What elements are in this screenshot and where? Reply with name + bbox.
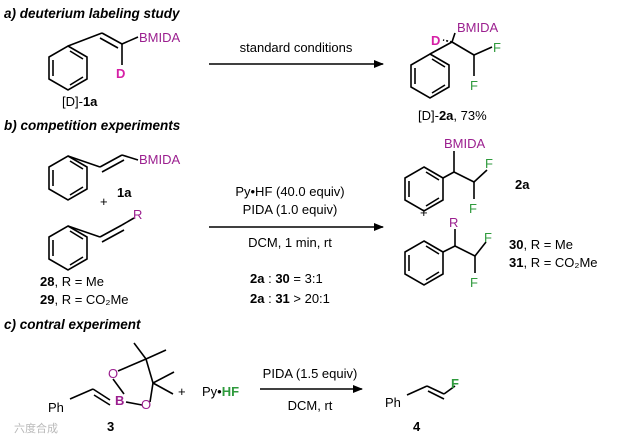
fluorine-label-2a-1: F bbox=[485, 156, 493, 171]
structure-30-31 bbox=[404, 229, 487, 286]
bmida-label-2a: BMIDA bbox=[444, 136, 486, 151]
compound-label-30: 30, R = Me bbox=[509, 237, 573, 252]
phenyl-label-4: Ph bbox=[385, 395, 401, 410]
reagent-py-hf: Py•HF bbox=[202, 384, 239, 399]
structure-d-1a bbox=[48, 32, 139, 91]
oxygen-label-1: O bbox=[108, 366, 118, 381]
plus-sign-b1: + bbox=[100, 194, 108, 209]
compound-label-29: 29, R = CO₂Me bbox=[40, 292, 129, 307]
arrow-label-a: standard conditions bbox=[240, 40, 353, 55]
condition-line-3: DCM, 1 min, rt bbox=[248, 235, 332, 250]
watermark: 六度合成 bbox=[14, 421, 58, 435]
compound-label-d-2a: [D]-2a, 73% bbox=[418, 108, 487, 123]
r-group-label: R bbox=[133, 207, 142, 222]
selectivity-ratio-1: 2a : 30 = 3:1 bbox=[250, 271, 323, 286]
bmida-label: BMIDA bbox=[139, 30, 181, 45]
compound-label-1a: 1a bbox=[117, 185, 132, 200]
condition-line-2: PIDA (1.0 equiv) bbox=[243, 202, 338, 217]
plus-sign-b2: + bbox=[420, 205, 428, 220]
oxygen-label-2: O bbox=[141, 397, 151, 412]
fluorine-label-4: F bbox=[451, 376, 459, 391]
bmida-label-product: BMIDA bbox=[457, 20, 499, 35]
section-b-title: b) competition experiments bbox=[4, 118, 181, 133]
compound-label-4: 4 bbox=[413, 419, 421, 434]
fluorine-label-2: F bbox=[470, 78, 478, 93]
fluorine-label-30-1: F bbox=[484, 230, 492, 245]
bmida-label-1a: BMIDA bbox=[139, 152, 181, 167]
boron-label: B bbox=[115, 393, 124, 408]
section-a-title: a) deuterium labeling study bbox=[4, 6, 181, 21]
deuterium-label: D bbox=[116, 66, 125, 81]
structure-2a bbox=[404, 151, 488, 212]
fluorine-label-30-2: F bbox=[470, 275, 478, 290]
compound-label-31: 31, R = CO₂Me bbox=[509, 255, 598, 270]
compound-label-d-1a: [D]-1a bbox=[62, 94, 98, 109]
r-group-label-product: R bbox=[449, 215, 458, 230]
compound-label-3: 3 bbox=[107, 419, 114, 434]
arrow-label-c-top: PIDA (1.5 equiv) bbox=[263, 366, 358, 381]
section-c-title: c) contral experiment bbox=[4, 317, 141, 332]
phenyl-label-3: Ph bbox=[48, 400, 64, 415]
condition-line-1: Py•HF (40.0 equiv) bbox=[235, 184, 344, 199]
fluorine-label-2a-2: F bbox=[469, 201, 477, 216]
fluorine-label-1: F bbox=[493, 40, 501, 55]
structure-1a bbox=[48, 154, 139, 201]
compound-label-28: 28, R = Me bbox=[40, 274, 104, 289]
compound-label-2a: 2a bbox=[515, 177, 530, 192]
selectivity-ratio-2: 2a : 31 > 20:1 bbox=[250, 291, 330, 306]
arrow-label-c-bottom: DCM, rt bbox=[288, 398, 333, 413]
deuterium-label-product: D bbox=[431, 33, 440, 48]
structure-28-29 bbox=[48, 217, 135, 271]
structure-d-2a bbox=[410, 32, 493, 99]
plus-sign-c: + bbox=[178, 384, 186, 399]
structure-4 bbox=[406, 385, 456, 400]
structure-3 bbox=[69, 342, 175, 406]
